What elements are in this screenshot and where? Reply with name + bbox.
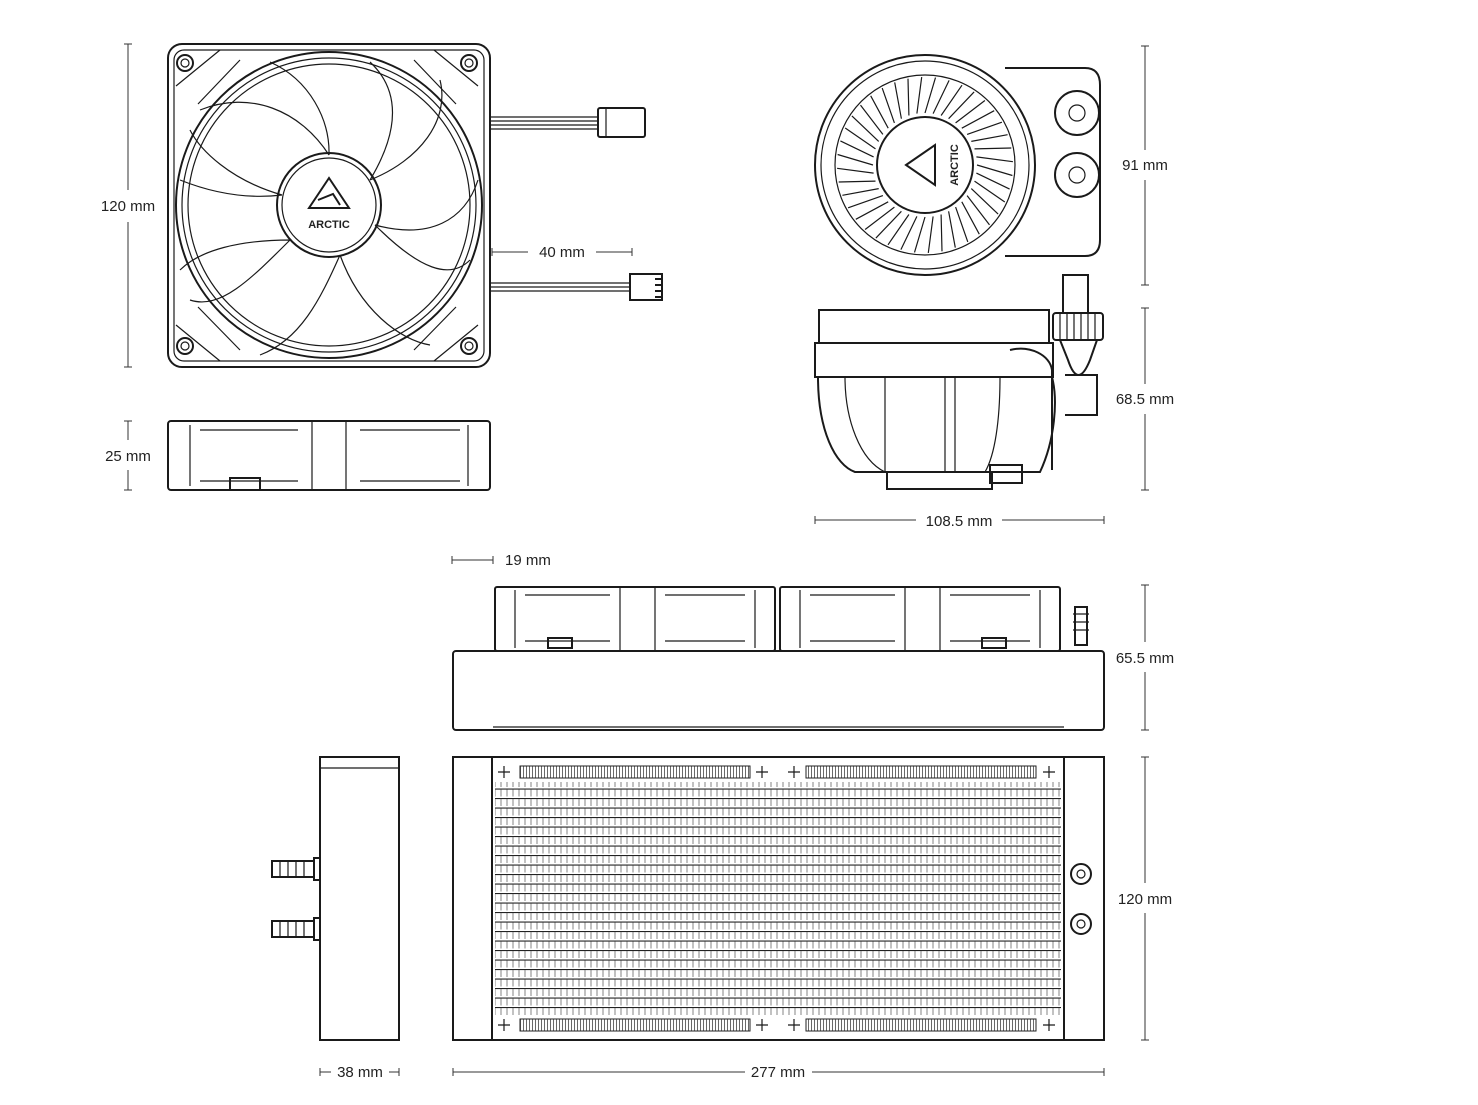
dim-fan-thickness: 25 mm xyxy=(105,448,151,465)
fan-blades xyxy=(179,61,479,356)
dim-fan-offset: 19 mm xyxy=(505,552,551,569)
dim-pump-height: 68.5 mm xyxy=(1116,391,1174,408)
fan-front-view: ARCTIC xyxy=(167,43,663,368)
radiator-side-view xyxy=(452,586,1105,731)
dim-radiator-depth: 38 mm xyxy=(337,1064,383,1081)
dim-radiator-fan-thickness: 65.5 mm xyxy=(1116,650,1174,667)
dim-fan-height: 120 mm xyxy=(101,198,155,215)
arctic-logo-icon xyxy=(307,176,351,209)
corner-holes xyxy=(175,49,479,362)
pump-fins xyxy=(837,77,1013,253)
arctic-logo-icon xyxy=(904,143,936,187)
pump-top-view: ARCTIC xyxy=(814,54,1101,276)
dim-radiator-height: 120 mm xyxy=(1118,891,1172,908)
dimension-lines: 120 mm 40 mm 25 mm 91 mm 68.5 mm 108.5 m… xyxy=(101,43,1174,1081)
fan-cables xyxy=(490,107,663,301)
svg-text:ARCTIC: ARCTIC xyxy=(949,144,961,186)
radiator-end-view xyxy=(271,756,400,1041)
dim-pump-width: 108.5 mm xyxy=(926,513,993,530)
dim-cable-spacing: 40 mm xyxy=(539,244,585,261)
fan-side-view xyxy=(167,420,491,491)
pump-side-view xyxy=(814,274,1104,490)
mounting-screws xyxy=(498,766,1055,1031)
fan-hub: ARCTIC xyxy=(276,152,382,258)
dim-radiator-length: 277 mm xyxy=(751,1064,805,1081)
svg-text:ARCTIC: ARCTIC xyxy=(308,219,350,231)
pump-fin-lines xyxy=(837,77,1013,253)
radiator-front-view xyxy=(452,756,1105,1041)
dim-pump-diameter: 91 mm xyxy=(1122,157,1168,174)
